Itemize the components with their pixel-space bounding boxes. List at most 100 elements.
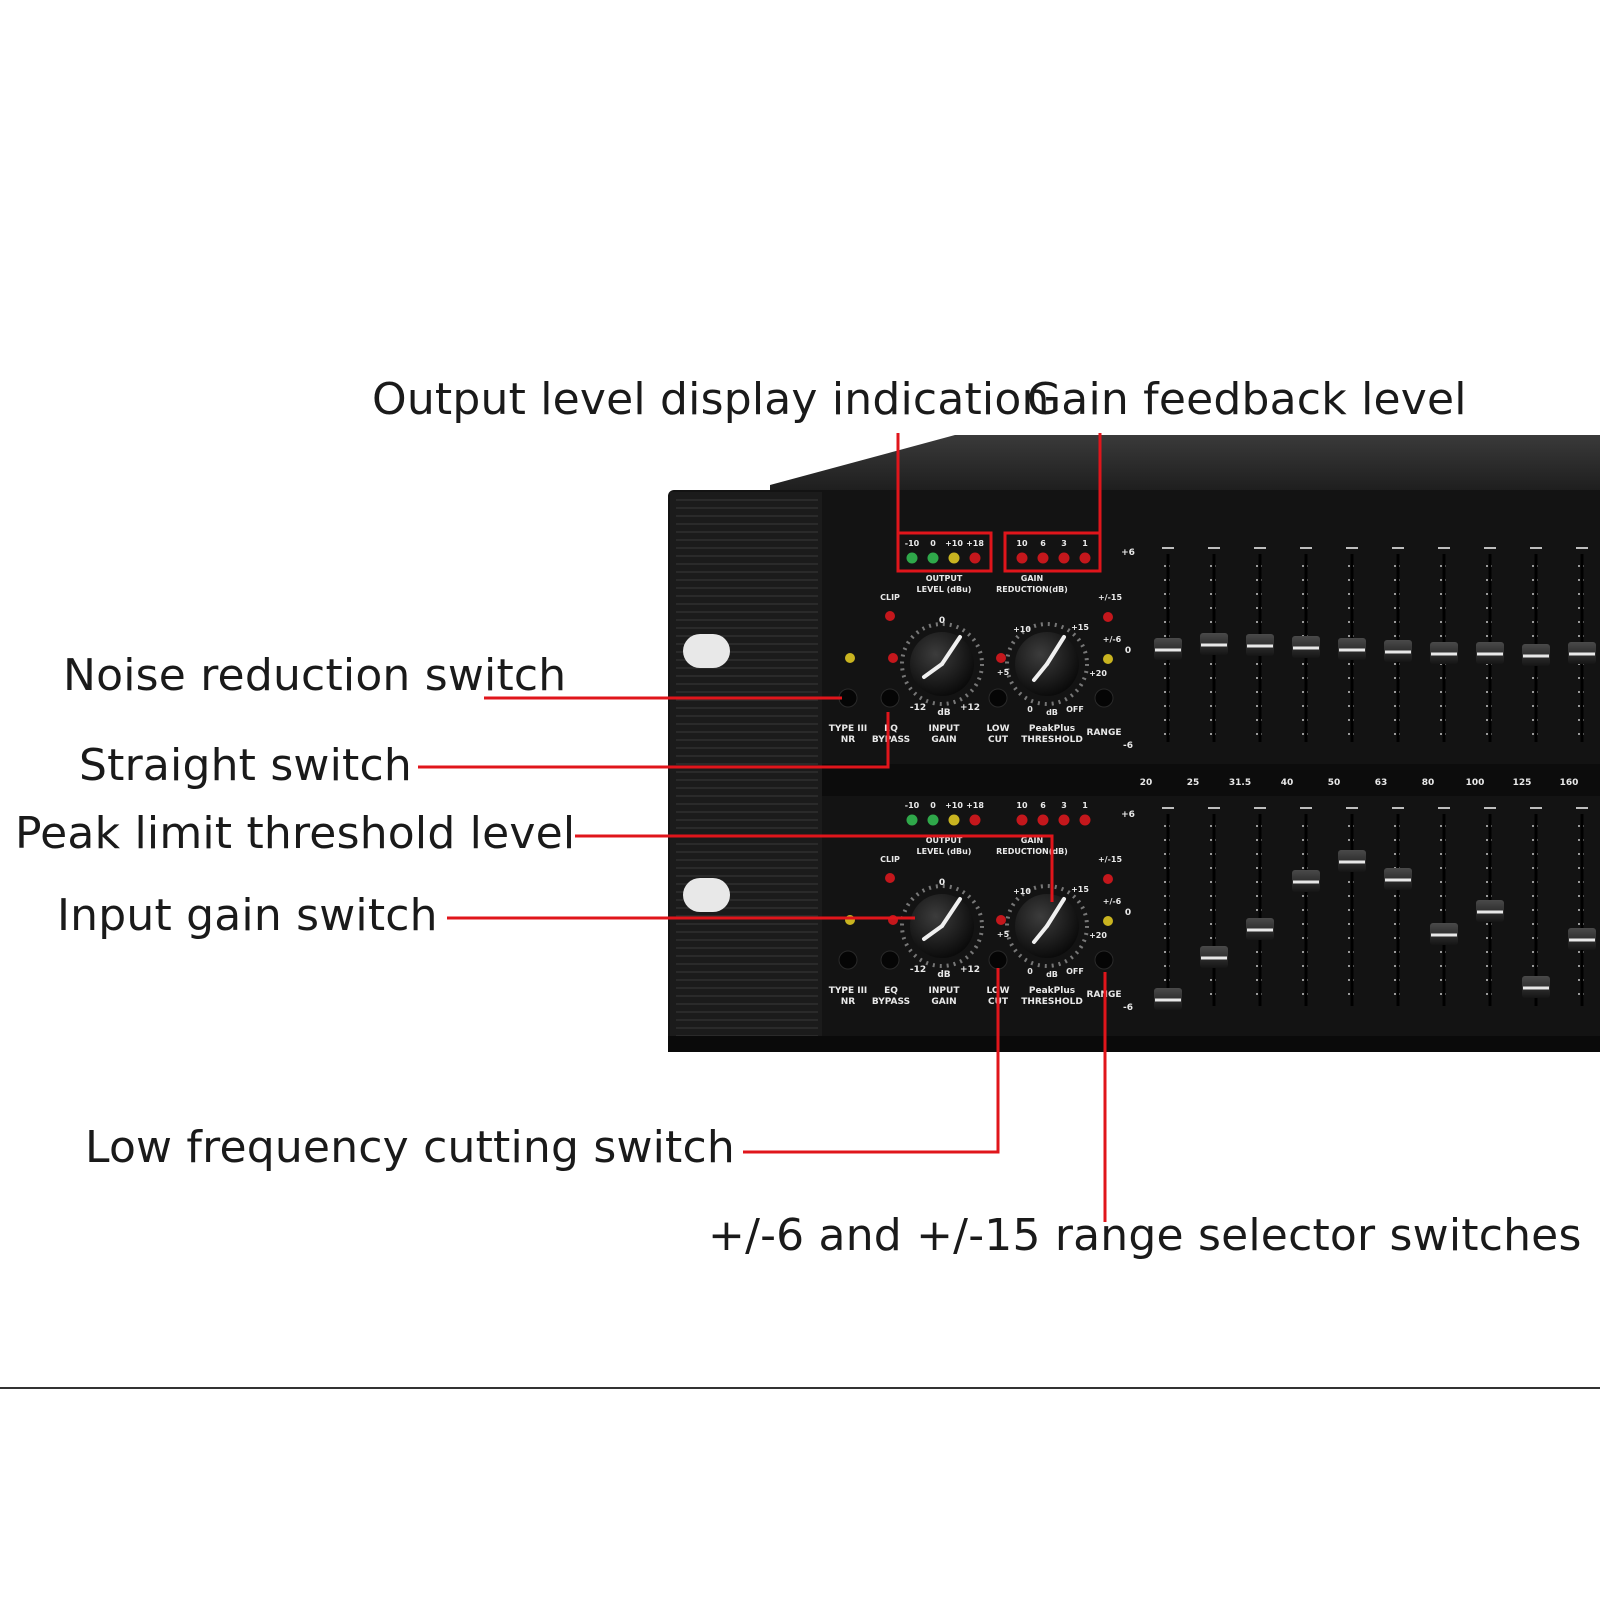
led-tick-label: +18 — [966, 539, 984, 548]
output-level-highlight-box — [896, 531, 993, 573]
frequency-label: 20 — [1140, 778, 1153, 788]
input-gain-pointer — [922, 662, 944, 679]
gain-reduction-caption: REDUCTION(dB) — [996, 585, 1068, 594]
low-freq-cut-line — [743, 968, 1000, 1154]
callout-straight: Straight switch — [79, 740, 412, 791]
led-tick-label: +18 — [966, 801, 984, 810]
led — [1058, 814, 1070, 826]
type-nr-label: NR — [841, 735, 856, 745]
input-gain-scale-label: 0 — [939, 878, 945, 888]
led — [906, 552, 918, 564]
gain-reduction-highlight-box — [1003, 531, 1102, 573]
gain-reduction-caption: REDUCTION(dB) — [996, 847, 1068, 856]
led — [927, 552, 939, 564]
input-gain-scale-label: -12 — [910, 965, 926, 975]
eq-bypass-label: BYPASS — [872, 997, 910, 1007]
input-gain-scale-label: 0 — [939, 616, 945, 626]
range-15-led — [1103, 612, 1113, 622]
led — [969, 814, 981, 826]
threshold-scale-label: OFF — [1066, 705, 1084, 714]
led-tick-label: +10 — [945, 539, 963, 548]
led — [927, 814, 939, 826]
input-gain-label: GAIN — [931, 997, 956, 1007]
chassis-top — [770, 435, 1600, 495]
range-option-label: +/-15 — [1098, 855, 1123, 864]
range-label: RANGE — [1087, 728, 1122, 738]
threshold-scale-label: +20 — [1089, 669, 1107, 678]
threshold-scale-label: +5 — [997, 668, 1010, 677]
range-button — [1094, 950, 1114, 970]
led — [1016, 814, 1028, 826]
rack-hole-top — [683, 634, 730, 668]
output-level-caption: OUTPUT — [926, 574, 963, 583]
range-button — [1094, 688, 1114, 708]
range-15-led — [1103, 874, 1113, 884]
type-nr-label: TYPE III — [829, 986, 868, 996]
clip-led — [885, 611, 895, 621]
low-cut-button — [988, 688, 1008, 708]
led-tick-label: +10 — [945, 801, 963, 810]
callout-input-gain: Input gain switch — [57, 890, 438, 941]
frequency-label: 100 — [1466, 778, 1485, 788]
clip-led — [885, 873, 895, 883]
led-tick-label: 0 — [930, 801, 936, 810]
threshold-scale-ticks — [1005, 622, 1089, 706]
led — [1079, 552, 1091, 564]
low-cut-led — [996, 653, 1006, 663]
range-6-led — [1103, 654, 1113, 664]
led — [1016, 552, 1028, 564]
input-gain-scale-label: dB — [937, 708, 950, 718]
panel-controls: OUTPUT LEVEL (dBu) GAIN REDUCTION(dB) CLIP TY… — [829, 548, 1135, 1013]
rack-hole-bottom — [683, 878, 730, 912]
bottom-lip — [668, 1036, 1600, 1052]
input-gain-scale-ticks — [900, 884, 984, 968]
threshold-label: THRESHOLD — [1021, 997, 1083, 1007]
frequency-label: 80 — [1422, 778, 1435, 788]
range-option-label: +/-6 — [1103, 635, 1122, 644]
type-nr-label: TYPE III — [829, 724, 868, 734]
threshold-scale-label: 0 — [1027, 967, 1033, 976]
input-gain-scale-ticks — [900, 622, 984, 706]
eq-bypass-label: EQ — [884, 986, 898, 996]
noise-reduction-button — [838, 950, 858, 970]
frequency-label: 63 — [1375, 778, 1388, 788]
fader-scale-label: -6 — [1123, 1003, 1133, 1013]
range-option-label: +/-15 — [1098, 593, 1123, 602]
callout-peak-limit: Peak limit threshold level — [15, 808, 576, 859]
eq-bypass-label: BYPASS — [872, 735, 910, 745]
clip-label: CLIP — [880, 855, 900, 864]
fader-scale-label: +6 — [1121, 810, 1135, 820]
led — [1079, 814, 1091, 826]
input-gain-pointer — [940, 897, 962, 928]
threshold-scale-ticks — [1005, 884, 1089, 968]
threshold-scale-label: +10 — [1013, 625, 1031, 634]
output-level-caption: LEVEL (dBu) — [917, 585, 972, 594]
frequency-label: 50 — [1328, 778, 1341, 788]
eq-bypass-label: EQ — [884, 724, 898, 734]
threshold-scale-label: 0 — [1027, 705, 1033, 714]
chassis — [668, 435, 1600, 1052]
output-level-caption: LEVEL (dBu) — [917, 847, 972, 856]
threshold-label: PeakPlus — [1029, 724, 1075, 734]
gain-reduction-caption: GAIN — [1021, 574, 1043, 583]
gain-reduction-caption: GAIN — [1021, 836, 1043, 845]
callout-output-level: Output level display indication — [372, 374, 1050, 425]
threshold-scale-label: dB — [1046, 970, 1058, 979]
input-gain-pointer — [922, 924, 944, 941]
led — [969, 552, 981, 564]
led-tick-label: 3 — [1061, 539, 1067, 548]
eq-bypass-button — [880, 688, 900, 708]
threshold-pointer — [1032, 662, 1049, 682]
type-nr-label: NR — [841, 997, 856, 1007]
led-tick-label: 1 — [1082, 801, 1088, 810]
led — [1037, 814, 1049, 826]
threshold-pointer — [1045, 897, 1066, 928]
